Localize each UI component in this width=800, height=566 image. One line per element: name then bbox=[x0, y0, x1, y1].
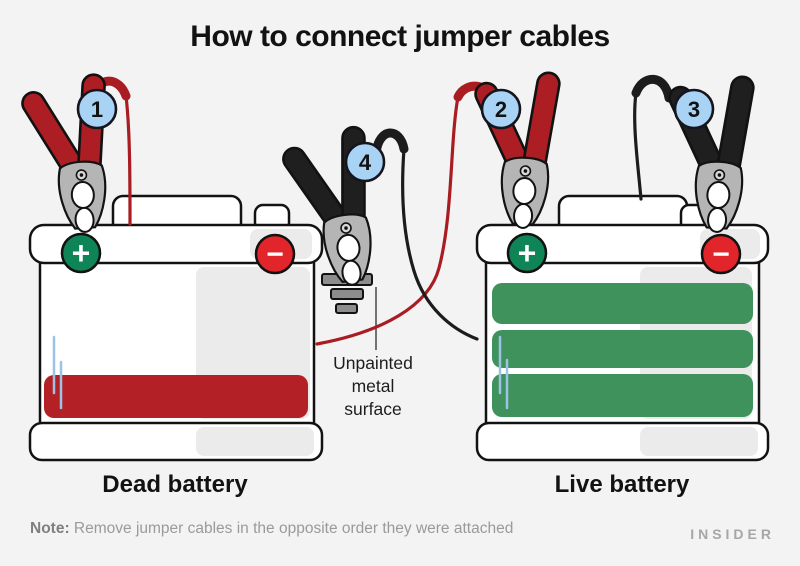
label-line: Unpainted bbox=[333, 353, 413, 373]
step-number: 3 bbox=[688, 97, 700, 122]
step-badge-1: 1 bbox=[76, 88, 118, 130]
red-clamp-live-positive bbox=[463, 66, 563, 231]
step-number: 4 bbox=[359, 150, 372, 175]
live-battery-label: Live battery bbox=[554, 471, 690, 498]
footer-note: Note: Remove jumper cables in the opposi… bbox=[30, 520, 513, 538]
live-battery-positive-terminal bbox=[506, 232, 548, 274]
dead-battery-charge-bar-low bbox=[44, 375, 308, 418]
live-battery-charge-bar bbox=[492, 330, 753, 368]
positive-symbol: + bbox=[72, 235, 91, 271]
negative-symbol: − bbox=[266, 238, 284, 271]
black-cable bbox=[631, 74, 674, 103]
step-badge-2: 2 bbox=[480, 88, 522, 130]
step-badge-3: 3 bbox=[673, 88, 715, 130]
dead-battery-cap bbox=[28, 223, 324, 265]
live-battery: + − bbox=[475, 194, 770, 462]
positive-symbol: + bbox=[518, 235, 537, 271]
unpainted-metal-surface bbox=[321, 273, 377, 350]
dead-battery-base-shading bbox=[196, 427, 314, 456]
note-text: Remove jumper cables in the opposite ord… bbox=[69, 520, 514, 537]
live-battery-cap bbox=[475, 223, 770, 265]
negative-symbol: − bbox=[712, 238, 730, 271]
step-number: 2 bbox=[495, 97, 507, 122]
label-line: metal bbox=[351, 376, 395, 397]
dead-battery: + − bbox=[28, 194, 324, 462]
black-cable bbox=[400, 147, 479, 341]
live-battery-negative-terminal bbox=[700, 233, 742, 275]
red-cable bbox=[124, 94, 132, 226]
dead-battery-negative-terminal bbox=[254, 233, 296, 275]
black-cable bbox=[633, 91, 643, 201]
live-battery-base-shading bbox=[640, 427, 758, 456]
label-line: surface bbox=[344, 399, 402, 420]
red-cable bbox=[315, 95, 460, 346]
note-prefix: Note: bbox=[30, 520, 70, 537]
page-title: How to connect jumper cables bbox=[190, 20, 610, 53]
step-badge-4: 4 bbox=[344, 141, 386, 183]
insider-logo: INSIDER bbox=[690, 526, 775, 542]
dead-battery-label: Dead battery bbox=[102, 471, 248, 498]
step-number: 1 bbox=[91, 97, 103, 122]
unpainted-metal-surface-label: Unpainted metal surface bbox=[302, 352, 444, 421]
dead-battery-positive-terminal bbox=[60, 232, 102, 274]
live-battery-charge-bar bbox=[492, 283, 753, 324]
live-battery-charge-bar bbox=[492, 374, 753, 417]
